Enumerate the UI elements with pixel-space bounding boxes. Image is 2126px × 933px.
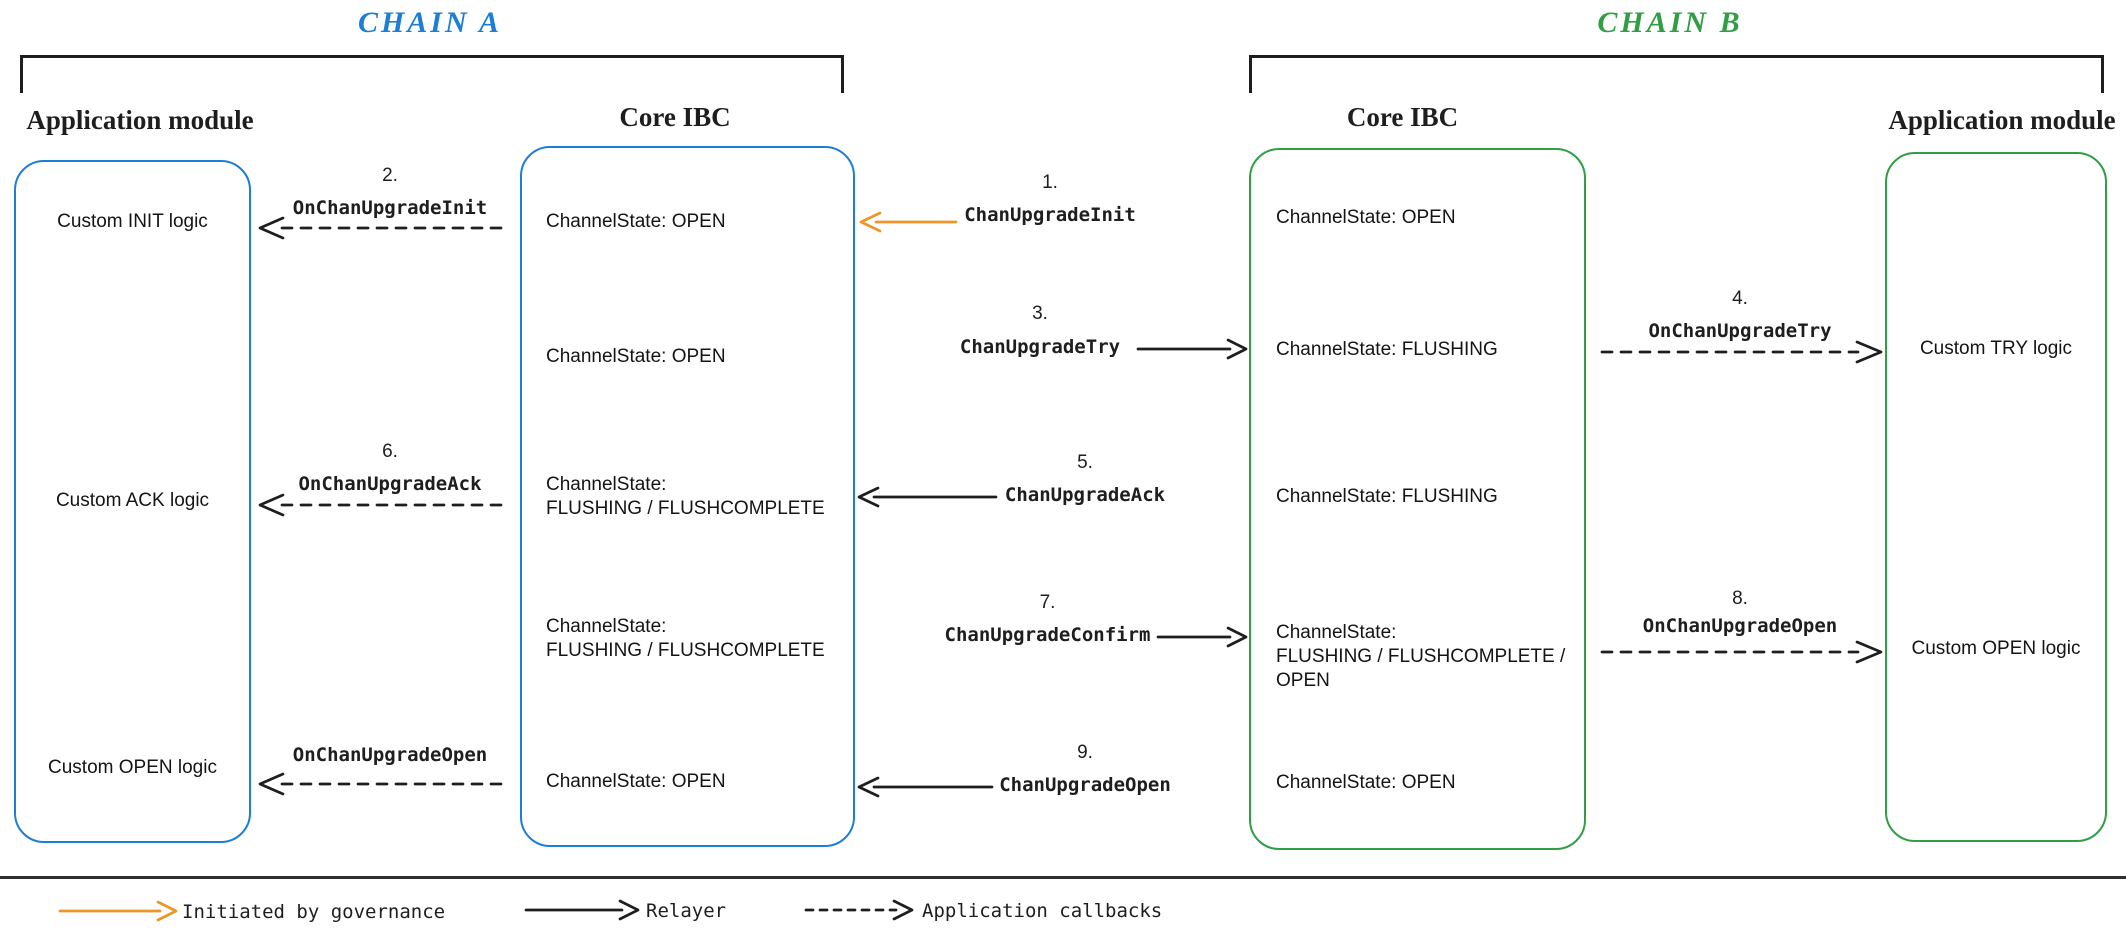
chain-a-bracket (20, 55, 844, 93)
channel-state-row: ChannelState: FLUSHING (1276, 486, 1498, 507)
custom-logic-row: Custom ACK logic (55, 490, 210, 511)
custom-logic-row: Custom INIT logic (57, 211, 208, 232)
app-module-b-title: Application module (1888, 105, 2116, 135)
chain-a-title: CHAIN A (357, 6, 503, 39)
callback-arrow-icon (1600, 340, 1883, 364)
channel-state-row: ChannelState: FLUSHING (1276, 339, 1498, 360)
message-label: ChanUpgradeConfirm (944, 624, 1151, 646)
relayer-arrow-icon (857, 776, 994, 798)
callback-label: OnChanUpgradeInit (292, 197, 488, 219)
legend-relayer-arrow-icon (524, 899, 640, 921)
callback-number: 6. (382, 441, 398, 462)
callback-number: 8. (1732, 588, 1748, 609)
legend-callback-label: Application callbacks (922, 900, 1163, 922)
custom-logic-row: Custom TRY logic (1919, 338, 2073, 359)
legend-governance-label: Initiated by governance (182, 901, 446, 923)
core-ibc-a-box (520, 146, 855, 847)
channel-state-row: ChannelState: FLUSHING / FLUSHCOMPLETE /… (1276, 622, 1566, 691)
message-number: 7. (1039, 592, 1056, 613)
callback-label: OnChanUpgradeOpen (1642, 615, 1838, 637)
message-number: 3. (1032, 303, 1048, 324)
message-label: ChanUpgradeTry (959, 336, 1121, 358)
chain-b-bracket (1249, 55, 2104, 93)
core-ibc-b-box (1249, 148, 1586, 850)
app-module-b-box (1885, 152, 2107, 842)
message-label: ChanUpgradeAck (1004, 484, 1166, 506)
channel-state-row: ChannelState: OPEN (546, 771, 726, 792)
channel-state-row: ChannelState: OPEN (546, 346, 726, 367)
callback-arrow-icon (258, 216, 504, 240)
message-label: ChanUpgradeInit (964, 204, 1136, 226)
app-module-a-title: Application module (26, 105, 254, 135)
message-label: ChanUpgradeOpen (999, 774, 1171, 796)
callback-number: 4. (1732, 288, 1748, 309)
app-module-a-box (14, 160, 251, 843)
governance-arrow-icon (859, 211, 958, 233)
relayer-arrow-icon (857, 486, 998, 508)
message-number: 5. (1077, 452, 1093, 473)
core-ibc-a-title: Core IBC (619, 102, 731, 132)
legend-divider (0, 876, 2126, 879)
channel-state-row: ChannelState: OPEN (1276, 772, 1456, 793)
relayer-arrow-icon (1156, 626, 1248, 648)
custom-logic-row: Custom OPEN logic (48, 757, 217, 778)
message-number: 9. (1077, 742, 1093, 763)
legend-governance-arrow-icon (58, 900, 178, 922)
channel-state-row: ChannelState: OPEN (1276, 207, 1456, 228)
callback-arrow-icon (1600, 640, 1883, 664)
channel-state-row: ChannelState: FLUSHING / FLUSHCOMPLETE (546, 616, 825, 661)
callback-label: OnChanUpgradeTry (1648, 320, 1832, 342)
legend-callback-arrow-icon (804, 899, 914, 921)
callback-number: 2. (382, 165, 398, 186)
callback-label: OnChanUpgradeOpen (292, 744, 488, 766)
chain-b-title: CHAIN B (1597, 6, 1743, 39)
legend-relayer-label: Relayer (646, 900, 727, 922)
callback-arrow-icon (258, 772, 504, 796)
channel-state-row: ChannelState: OPEN (546, 211, 726, 232)
channel-state-row: ChannelState: FLUSHING / FLUSHCOMPLETE (546, 474, 825, 519)
callback-label: OnChanUpgradeAck (298, 473, 482, 495)
callback-arrow-icon (258, 493, 504, 517)
message-number: 1. (1042, 172, 1058, 193)
relayer-arrow-icon (1136, 338, 1248, 360)
core-ibc-b-title: Core IBC (1346, 102, 1459, 132)
custom-logic-row: Custom OPEN logic (1911, 638, 2081, 659)
